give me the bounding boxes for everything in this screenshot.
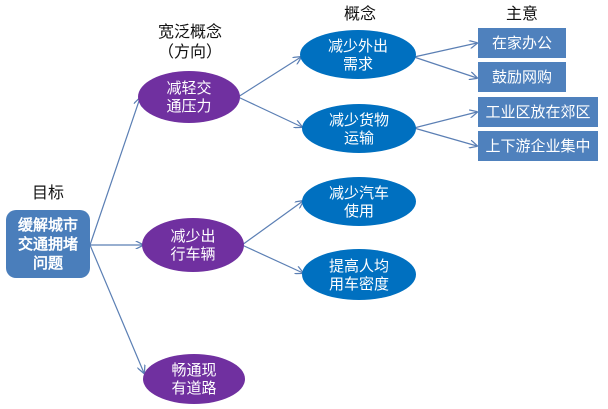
concept-node-reduce-freight[interactable]: 减少货物 运输 <box>302 104 416 153</box>
header-goal: 目标 <box>31 183 64 202</box>
edge-c2-i3 <box>413 112 477 129</box>
edge-c1-i2 <box>413 56 477 78</box>
idea-node-cluster-supply-chain[interactable]: 上下游企业集中 <box>478 131 598 161</box>
root-node-goal[interactable]: 缓解城市 交通拥堵 问题 <box>6 210 90 278</box>
edge-root-b3 <box>89 244 144 373</box>
header-broad-concepts: 宽泛概念 （方向） <box>157 22 222 61</box>
idea-node-industrial-zones-suburbs[interactable]: 工业区放在郊区 <box>478 97 598 127</box>
broad-node-reduce-traffic-pressure[interactable]: 减轻交 通压力 <box>138 71 240 123</box>
concept-node-reduce-car-use[interactable]: 减少汽车 使用 <box>302 177 416 226</box>
edge-b1-c2 <box>237 96 302 127</box>
header-concepts: 概念 <box>343 4 376 23</box>
broad-node-clear-existing-roads[interactable]: 畅通现 有道路 <box>143 354 245 404</box>
header-ideas: 主意 <box>505 4 538 23</box>
idea-node-encourage-online-shopping[interactable]: 鼓励网购 <box>478 62 566 92</box>
concept-node-reduce-outing-demand[interactable]: 减少外出 需求 <box>300 30 416 79</box>
edge-b2-c3 <box>241 201 303 246</box>
edge-c2-i4 <box>413 127 477 146</box>
edge-b1-c1 <box>237 57 301 98</box>
broad-node-reduce-vehicles[interactable]: 减少出 行车辆 <box>142 218 244 272</box>
idea-node-work-from-home[interactable]: 在家办公 <box>478 28 566 58</box>
edge-b2-c4 <box>241 244 303 273</box>
edge-root-b1 <box>89 98 140 246</box>
edge-c1-i1 <box>413 43 477 58</box>
concept-node-increase-car-occupancy[interactable]: 提高人均 用车密度 <box>302 249 416 300</box>
